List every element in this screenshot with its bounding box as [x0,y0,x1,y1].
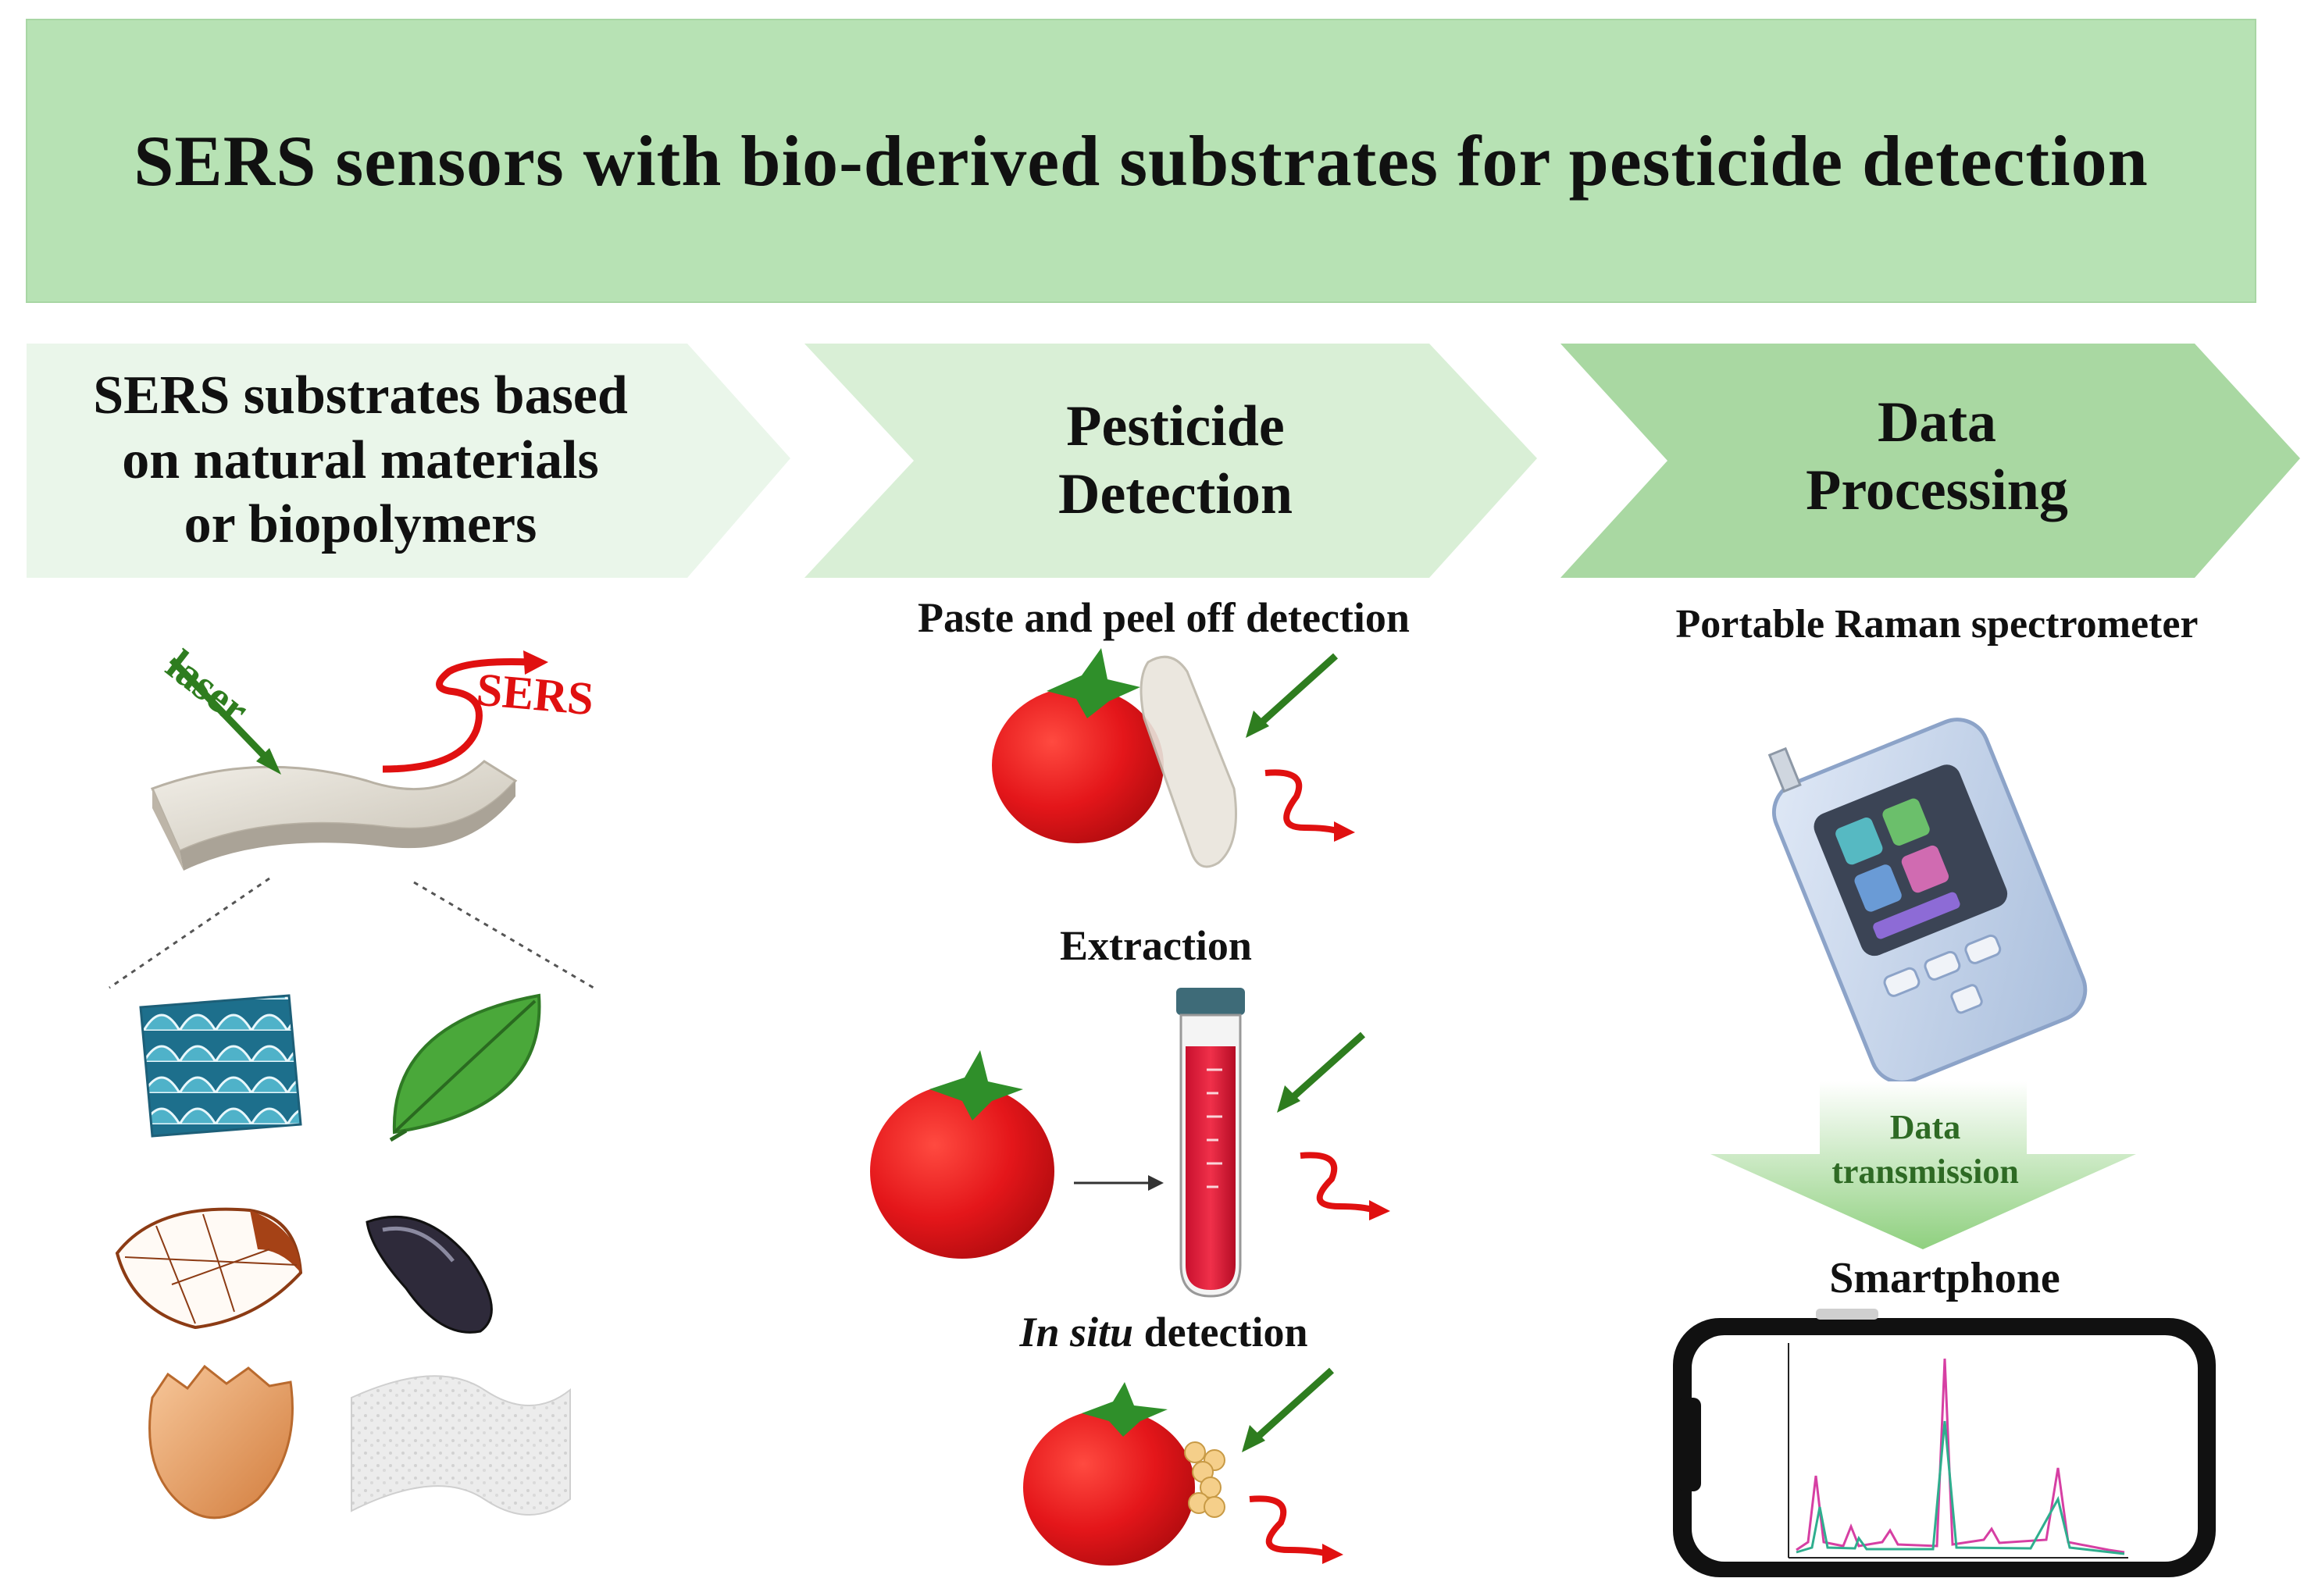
tomato-icon [870,1050,1054,1259]
test-tube-icon [1176,988,1245,1298]
peel-film-icon [1140,655,1237,868]
fish-scales-icon [139,994,302,1138]
step-3-label: Data Processing [1664,344,2210,570]
data-transmission-arrow [1710,1081,2136,1249]
page-title: SERS sensors with bio-derived substrates… [134,121,2149,201]
spectrum-icon [1788,1343,2128,1559]
step-3-arrow [1560,344,2300,578]
title-banner [26,19,2256,303]
paper-sheet-icon [351,1375,571,1516]
step-3-line-1: Data [1877,390,1997,454]
mussel-shell-icon [366,1216,493,1334]
data-transmission-caption: Data transmission [1789,1105,2062,1194]
smartphone-caption: Smartphone [1829,1254,2060,1302]
step-3-line-2: Processing [1806,458,2068,522]
transmission-line-2: transmission [1831,1152,2019,1192]
paste-peel-caption: Paste and peel off detection [918,594,1410,641]
transmission-line-1: Data [1889,1108,1961,1146]
nanoparticle-cluster-icon [1184,1441,1225,1518]
step-2-line-2: Detection [1058,462,1293,526]
tomato-icon [1023,1382,1195,1566]
in-situ-caption: In situ detection [883,1308,1445,1356]
smartphone-icon [1673,1309,2216,1577]
sers-label: SERS [474,663,596,725]
in-situ-italic: In situ [1019,1309,1134,1356]
step-1-line-3: or biopolymers [184,494,537,555]
step-2-arrow [804,344,1537,578]
step-2-label: Pesticide Detection [906,344,1445,578]
step-1-arrow [27,344,790,578]
eggshell-icon [148,1364,294,1519]
step-1-line-2: on natural materials [122,429,599,490]
step-1-label: SERS substrates based on natural materia… [27,344,694,578]
extraction-caption: Extraction [1060,922,1252,969]
raman-spectrometer-icon [1767,718,2088,1085]
cicada-wing-icon [115,1207,303,1330]
in-situ-rest: detection [1133,1309,1308,1356]
spectrometer-caption: Portable Raman spectrometer [1675,602,2199,647]
step-1-line-1: SERS substrates based [93,365,628,426]
leaf-icon [389,993,541,1142]
substrate-film-icon [150,760,518,871]
step-2-line-1: Pesticide [1066,394,1285,458]
tomato-icon [992,648,1164,843]
